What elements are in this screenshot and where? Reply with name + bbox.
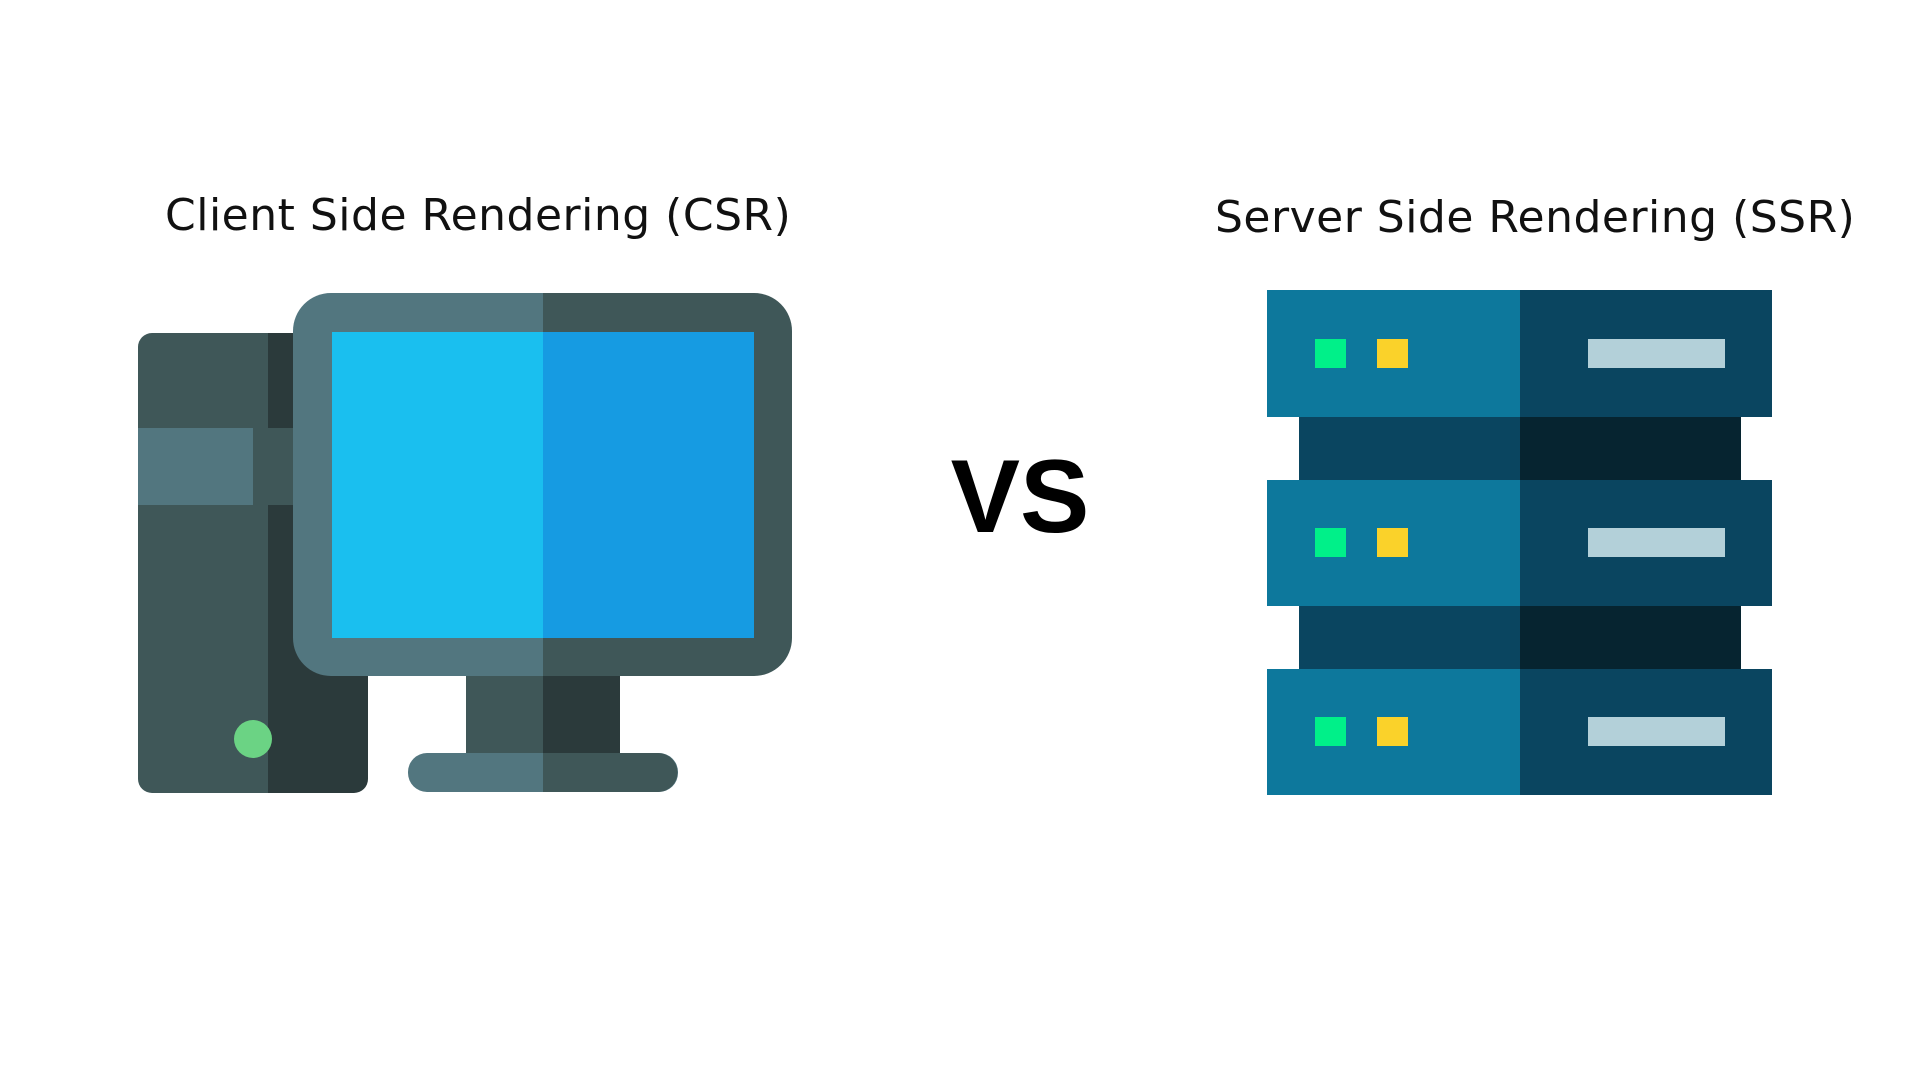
server-gap-1 — [1299, 417, 1741, 480]
csr-title: Client Side Rendering (CSR) — [165, 190, 792, 241]
monitor-screen-left — [332, 332, 543, 638]
monitor-screen-right — [543, 332, 754, 638]
vs-label: VS — [950, 439, 1090, 555]
yellow-led — [1377, 339, 1408, 368]
server-unit-3 — [1267, 669, 1772, 795]
gap-left — [1299, 606, 1520, 669]
green-led — [1315, 339, 1346, 368]
drive-slot — [1588, 717, 1725, 746]
tower-band-left — [138, 428, 253, 505]
desktop-computer-icon — [138, 293, 792, 793]
yellow-led — [1377, 717, 1408, 746]
green-led — [1315, 717, 1346, 746]
gap-left — [1299, 417, 1520, 480]
green-led — [1315, 528, 1346, 557]
server-rack-icon — [1267, 290, 1772, 795]
monitor-stand-neck-left — [466, 672, 543, 756]
yellow-led — [1377, 528, 1408, 557]
server-unit-1 — [1267, 290, 1772, 417]
monitor-stand-neck-right — [543, 672, 620, 756]
monitor-stand-base-right — [543, 753, 678, 792]
gap-right — [1520, 417, 1741, 480]
server-unit-2 — [1267, 480, 1772, 606]
monitor — [293, 293, 792, 792]
power-led — [234, 720, 272, 758]
drive-slot — [1588, 339, 1725, 368]
gap-right — [1520, 606, 1741, 669]
server-gap-2 — [1299, 606, 1741, 669]
pc-tower — [138, 333, 368, 793]
ssr-title: Server Side Rendering (SSR) — [1215, 192, 1856, 243]
drive-slot — [1588, 528, 1725, 557]
